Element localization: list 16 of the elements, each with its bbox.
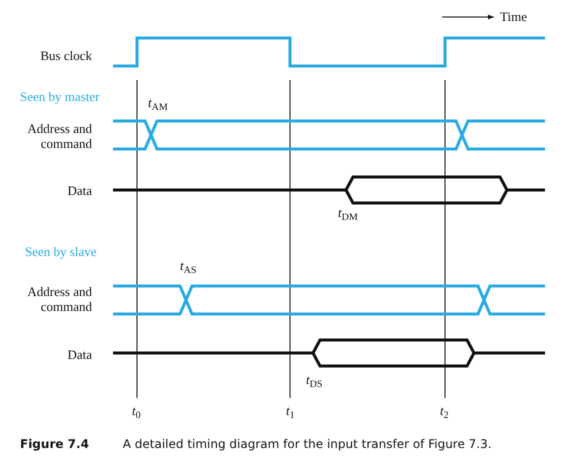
time-label: t$_{2}$ (440, 403, 449, 423)
figure-caption: Figure 7.4 A detailed timing diagram for the input transfer of Figure 7.3. (20, 437, 492, 451)
signal-name: Address and command (26, 284, 92, 314)
signal-name: Bus clock (39, 48, 92, 63)
section-heading: Seen by slave (25, 244, 96, 259)
timing-label: t$_{DS}$ (306, 372, 322, 392)
signal-name: Data (66, 347, 92, 362)
timing-label: t$_{DM}$ (338, 205, 358, 225)
timing-label: t$_{AM}$ (148, 95, 168, 115)
time-label: t$_{1}$ (286, 403, 295, 423)
signal-name: Address and command (26, 121, 92, 151)
timing-label: t$_{AS}$ (180, 258, 196, 278)
section-heading: Seen by master (20, 89, 100, 104)
signal-name: Data (66, 183, 92, 198)
axis-label: Time (500, 9, 527, 24)
time-label: t$_{0}$ (132, 403, 141, 423)
